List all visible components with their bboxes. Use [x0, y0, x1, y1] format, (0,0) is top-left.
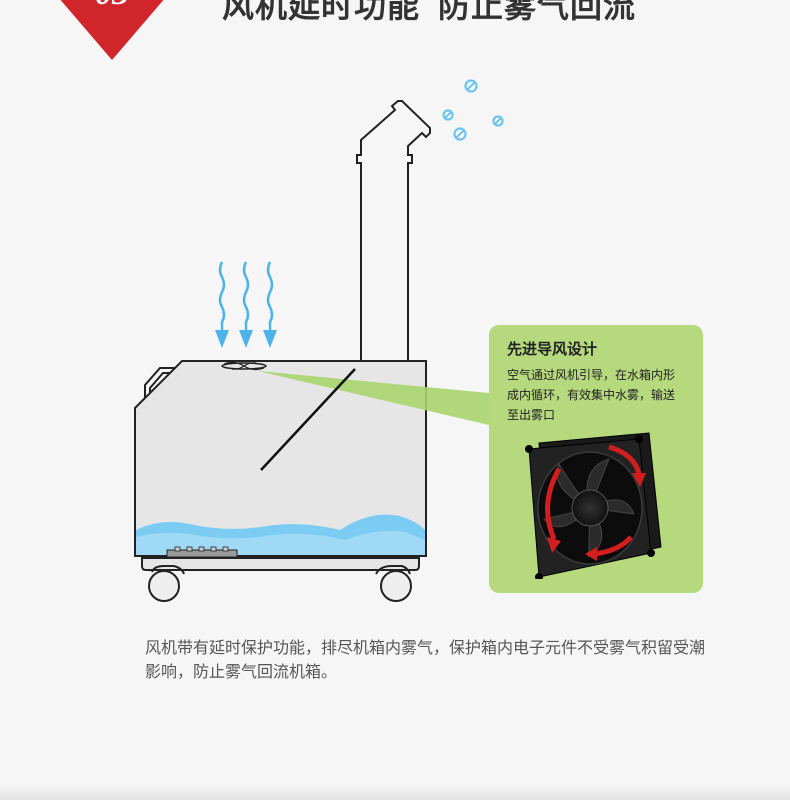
mist-outlet-pipe [356, 100, 431, 360]
section-divider [0, 784, 790, 800]
mist-droplet-icon [442, 79, 504, 141]
section-badge: 03 [60, 0, 164, 60]
title-part-2: 防止雾气回流 [438, 0, 637, 25]
feature-description: 风机带有延时保护功能，排尽机箱内雾气，保护箱内电子元件不受雾气积留受潮影响，防止… [145, 638, 706, 681]
badge-number: 03 [95, 0, 129, 12]
callout-body: 空气通过风机引导，在水箱内形成内循环，有效集中水雾，输送至出雾口 [507, 368, 676, 422]
page-title: 风机延时功能防止雾气回流 [222, 0, 636, 26]
humidifier-body [134, 360, 489, 602]
title-part-1: 风机延时功能 [222, 0, 421, 25]
air-intake-arrows-icon [218, 261, 274, 332]
callout-title: 先进导风设计 [507, 340, 598, 358]
feature-callout: 先进导风设计 空气通过风机引导，在水箱内形成内循环，有效集中水雾，输送至出雾口 [489, 325, 703, 593]
cooling-fan-icon [519, 429, 669, 583]
